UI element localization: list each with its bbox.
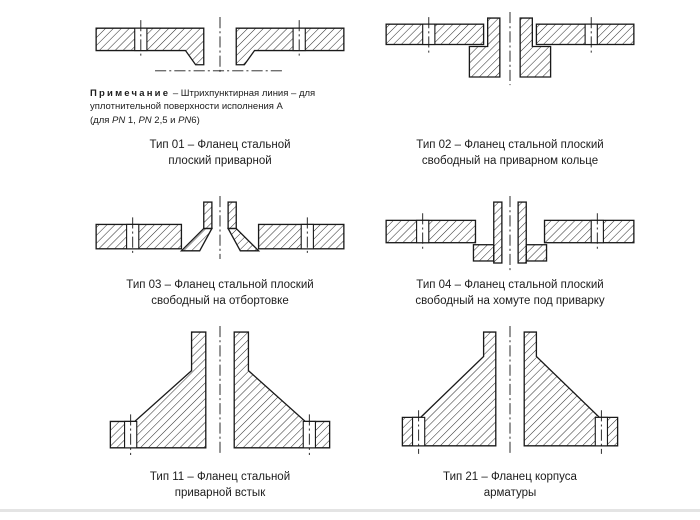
note-l3-b: 1,: [125, 114, 139, 126]
caption-line: свободный на хомуте под приварку: [415, 294, 605, 307]
note-l3-d: 6): [191, 114, 200, 126]
caption-line: Тип 02 – Фланец стальной плоский: [416, 139, 604, 151]
note-pn-1: PN: [112, 114, 126, 126]
note-pn-3: PN: [178, 114, 192, 126]
page-bottom-edge: [0, 509, 700, 512]
note-l3-a: (для: [90, 114, 113, 126]
figure-tip-04: [378, 196, 642, 275]
figure-caption-tip-04: Тип 04 – Фланец стальной плоский свободн…: [378, 278, 642, 309]
note-text-line1: – Штрихпунктирная линия – для: [172, 88, 316, 99]
note-l3-c: 2,5 и: [151, 114, 179, 126]
caption-line: Тип 21 – Фланец корпуса: [443, 471, 577, 483]
flange-section-drawing-tip-11: [109, 326, 331, 456]
figure-caption-tip-11: Тип 11 – Фланец стальной приварной встык: [88, 470, 352, 501]
hatched-flange-body: [385, 201, 635, 264]
figure-tip-11: [88, 326, 352, 460]
hatched-flange-body: [109, 331, 331, 449]
figure-caption-tip-01: Тип 01 – Фланец стальной плоский приварн…: [88, 138, 352, 169]
figure-tip-02: [378, 12, 642, 91]
note-pn-2: PN: [138, 114, 152, 126]
caption-line: Тип 11 – Фланец стальной: [149, 471, 291, 483]
caption-line: свободный на приварном кольце: [421, 154, 599, 167]
figure-caption-tip-21: Тип 21 – Фланец корпуса арматуры: [378, 470, 642, 501]
flange-section-drawing-tip-02: [385, 12, 635, 86]
caption-line: арматуры: [483, 486, 537, 499]
note-text-line3: (для PN 1, PN 2,5 и PN6): [90, 115, 200, 126]
caption-line: плоский приварной: [168, 154, 272, 167]
caption-line: Тип 03 – Фланец стальной плоский: [126, 279, 314, 291]
note-text-line2: уплотнительной поверхности исполнения А: [90, 101, 283, 113]
bolt-hole-slots: [416, 219, 604, 244]
figure-caption-tip-03: Тип 03 – Фланец стальной плоский свободн…: [88, 278, 352, 309]
note-title: Примечание: [90, 88, 171, 99]
hatched-flange-body: [401, 331, 619, 447]
caption-line: приварной встык: [174, 486, 266, 499]
note: Примечание – Штрихпунктирная линия – для…: [90, 87, 358, 127]
figure-caption-tip-02: Тип 02 – Фланец стальной плоский свободн…: [378, 138, 642, 169]
flange-section-drawing-tip-21: [401, 326, 619, 456]
centerlines: [132, 196, 308, 259]
centerlines: [418, 326, 602, 456]
caption-line: Тип 04 – Фланец стальной плоский: [416, 279, 604, 291]
centerlines: [428, 12, 592, 86]
flange-section-drawing-tip-01: [95, 17, 345, 75]
figure-tip-03: [88, 196, 352, 275]
flange-section-drawing-tip-03: [95, 196, 345, 259]
caption-line: свободный на отбортовке: [151, 294, 289, 307]
figure-tip-21: [378, 326, 642, 460]
hatched-flange-body: [95, 27, 345, 66]
flange-section-drawing-tip-04: [385, 196, 635, 272]
figure-tip-01: [88, 14, 352, 93]
caption-line: Тип 01 – Фланец стальной: [149, 139, 291, 151]
centerlines: [422, 196, 598, 272]
centerlines: [130, 326, 310, 456]
